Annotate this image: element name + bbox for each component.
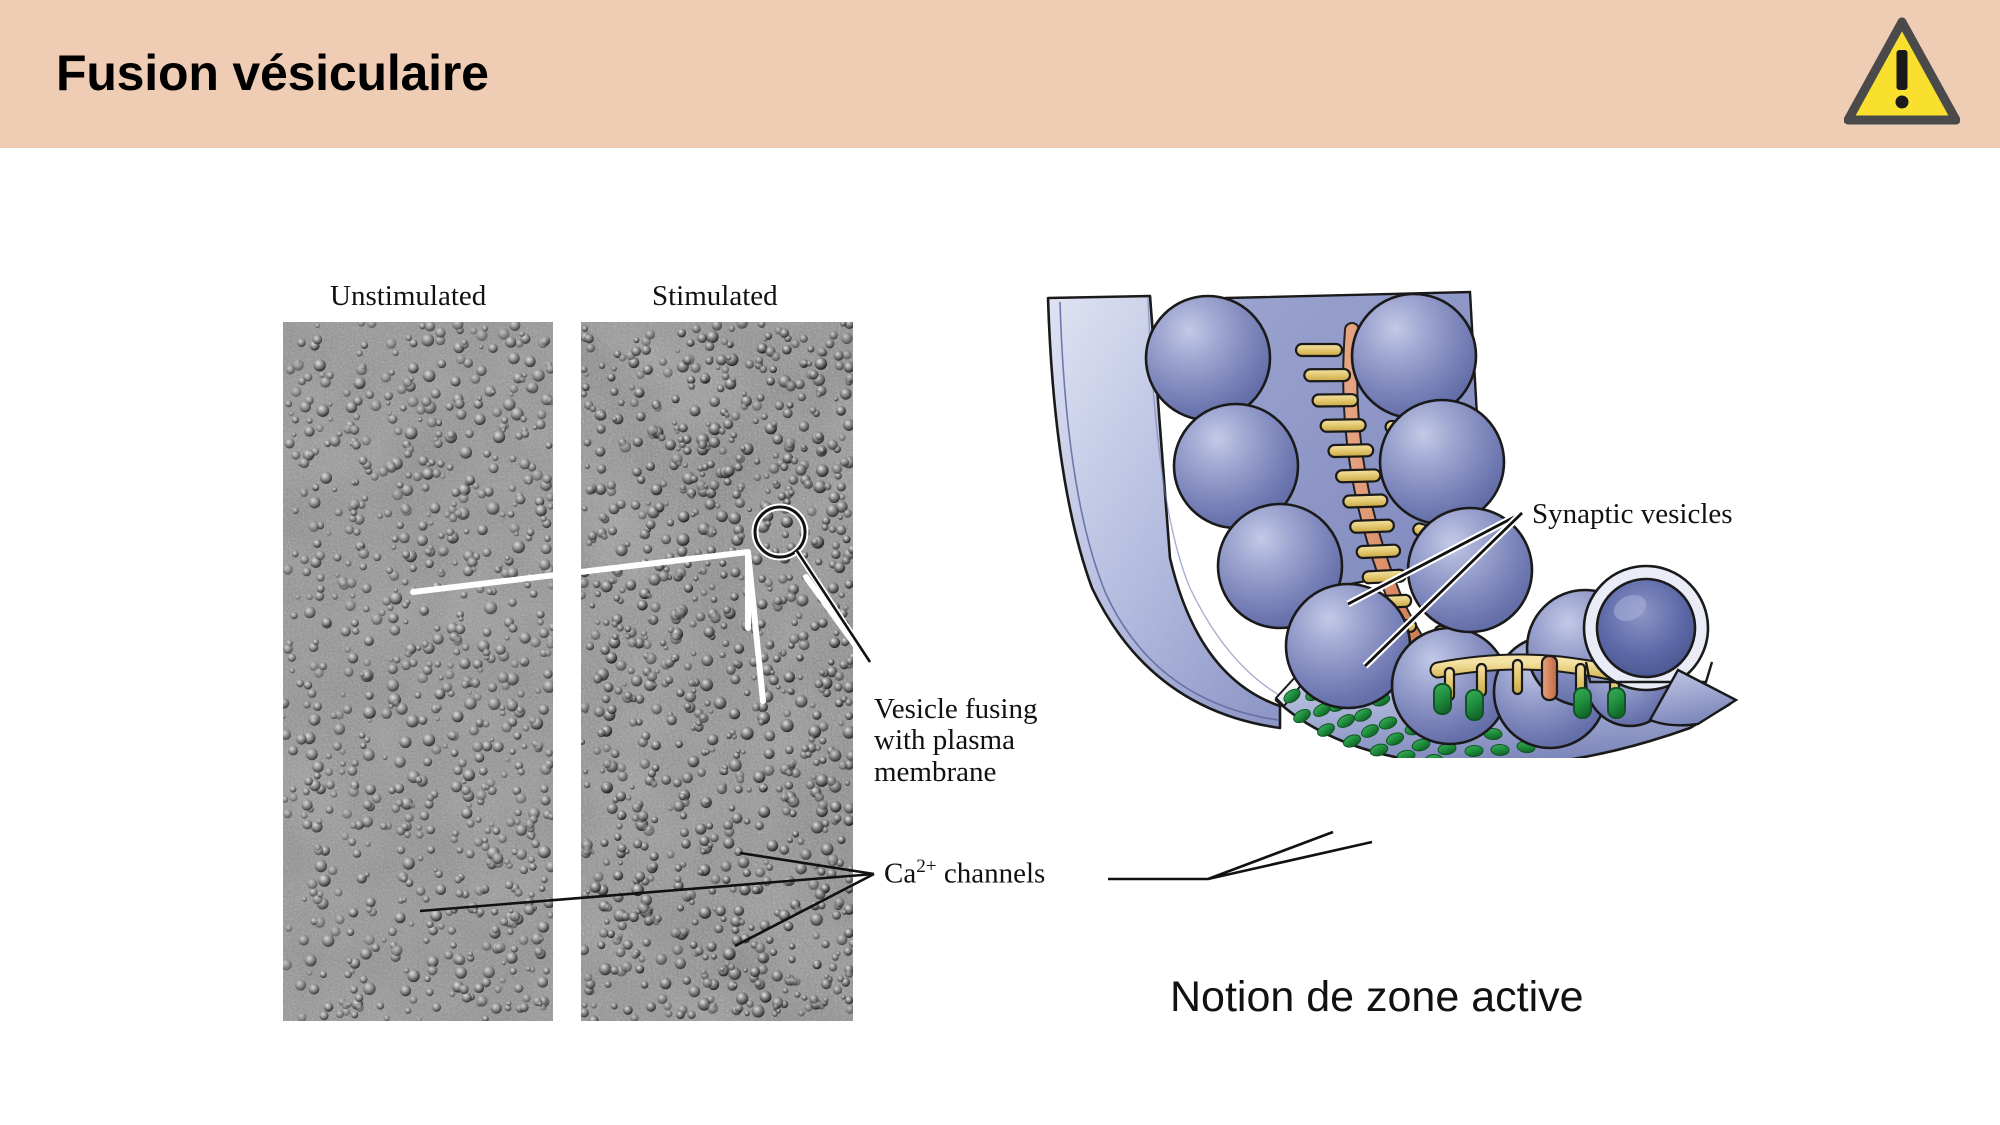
synaptic-vesicle bbox=[1144, 294, 1272, 422]
figure-area: Unstimulated Stimulated bbox=[0, 148, 2000, 1125]
synaptic-vesicle bbox=[1350, 292, 1478, 420]
micrograph-stimulated bbox=[581, 322, 853, 1021]
fusing-vesicle bbox=[1582, 564, 1714, 692]
ca-label-prefix: Ca bbox=[884, 857, 917, 890]
warning-triangle-icon bbox=[1844, 17, 1960, 125]
ca-label-suffix: channels bbox=[936, 857, 1046, 890]
ca-label-superscript: 2+ bbox=[916, 856, 937, 877]
micrograph-caption-unstimulated: Unstimulated bbox=[330, 280, 487, 312]
synaptic-vesicle bbox=[1378, 398, 1506, 526]
ca-channel-peg bbox=[1433, 683, 1626, 721]
ribbon-peg bbox=[1540, 654, 1559, 702]
micrograph-caption-stimulated: Stimulated bbox=[652, 280, 778, 312]
annotation-vesicle-fusing: Vesicle fusing with plasma membrane bbox=[874, 693, 1038, 788]
synapse-active-zone-diagram bbox=[1046, 290, 1739, 758]
annotation-ca-channels: Ca2+ channels bbox=[884, 856, 1046, 890]
caption-notion-zone-active: Notion de zone active bbox=[1170, 973, 1584, 1021]
ca-channels-right-leader bbox=[1108, 830, 1373, 881]
micrograph-unstimulated bbox=[283, 322, 553, 1021]
annotation-synaptic-vesicles: Synaptic vesicles bbox=[1532, 498, 1733, 530]
membrane-right-tip bbox=[1648, 668, 1739, 727]
header-band: Fusion vésiculaire bbox=[0, 0, 2000, 148]
synaptic-vesicle bbox=[1406, 506, 1534, 634]
page-title: Fusion vésiculaire bbox=[56, 45, 489, 101]
membrane-cup-left bbox=[1046, 294, 1293, 730]
